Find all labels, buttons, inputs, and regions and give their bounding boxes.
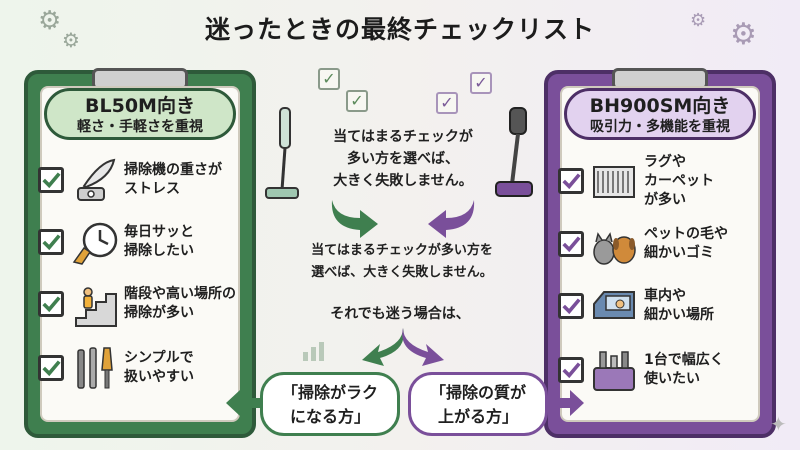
arrow-left-green-icon — [226, 390, 264, 416]
check-icon — [558, 168, 584, 194]
right-item-car: 車内や 細かい場所 — [558, 278, 766, 334]
right-paper — [560, 86, 760, 422]
item-label: が多い — [644, 191, 686, 208]
check-icon — [38, 229, 64, 255]
arrow-down-purple-icon — [428, 200, 475, 238]
check-icon — [558, 231, 584, 257]
item-label: 1台で幅広く — [644, 352, 724, 368]
bubble-line: 上がる方」 — [437, 407, 518, 426]
item-label: カーペット — [644, 172, 714, 189]
check-icon — [38, 355, 64, 381]
left-item-simple: シンプルで 扱いやすい — [38, 340, 246, 396]
center-line: 当てはまるチェックが多い方を — [311, 243, 493, 258]
left-item-daily: 毎日サッと 掃除したい — [38, 214, 246, 270]
stick-vacuum-green-icon — [265, 107, 299, 199]
bubble-line: になる方」 — [289, 407, 370, 426]
item-label: ストレス — [124, 181, 180, 197]
bubble-line: 「掃除の質が — [429, 383, 526, 402]
toolbox-icon — [593, 351, 635, 391]
center-line: 当てはまるチェックが — [333, 129, 473, 145]
gear-icon: ⚙ — [62, 28, 80, 52]
car-icon — [593, 291, 635, 319]
item-label: シンプルで — [124, 350, 194, 366]
stick-vacuum-purple-icon — [495, 107, 533, 197]
item-label: 車内や — [644, 288, 686, 304]
left-clipboard: BL50M向き 軽さ・手軽さを重視 掃除機の重さが ストレス 毎日サッと 掃除し… — [24, 68, 256, 438]
check-icon — [38, 291, 64, 317]
right-item-carpet: ラグや カーペット が多い — [558, 150, 766, 212]
item-label: ペットの毛や — [644, 226, 728, 242]
gear-icon: ⚙ — [38, 6, 62, 36]
check-icon — [558, 293, 584, 319]
item-label: ラグや — [644, 153, 686, 170]
left-header-badge: BL50M向き 軽さ・手軽さを重視 — [44, 88, 236, 140]
center-message-bottom: それでも迷う場合は、 — [330, 306, 470, 322]
item-label: 毎日サッと — [124, 224, 194, 240]
center-line: 選べば、大きく失敗しません。 — [311, 265, 493, 280]
item-label: 使いたい — [644, 371, 700, 387]
mini-check-icon: ✓ — [436, 92, 458, 114]
item-label: 階段や高い場所の — [124, 286, 236, 302]
tools-icon — [77, 347, 113, 389]
right-item-multi: 1台で幅広く 使いたい — [558, 342, 766, 398]
mini-check-icon: ✓ — [346, 90, 368, 112]
left-item-weight: 掃除機の重さが ストレス — [38, 152, 246, 208]
center-message-middle: 当てはまるチェックが多い方を 選べば、大きく失敗しません。 — [282, 240, 522, 284]
left-subtitle: 軽さ・手軽さを重視 — [77, 119, 203, 135]
right-clipboard: BH900SM向き 吸引力・多機能を重視 ラグや カーペット が多い ペットの毛… — [544, 68, 776, 438]
right-model-name: BH900SM向き — [589, 95, 731, 117]
bubble-line: 「掃除がラク — [281, 383, 378, 402]
item-label: 扱いやすい — [124, 369, 194, 385]
page-title: 迷ったときの最終チェックリスト — [204, 15, 595, 44]
center-message-top: 当てはまるチェックが 多い方を選べば、 大きく失敗しません。 — [310, 126, 496, 192]
mini-check-icon: ✓ — [318, 68, 340, 90]
split-arrow-icon — [362, 328, 444, 366]
check-icon — [38, 167, 64, 193]
right-item-pets: ペットの毛や 細かいゴミ — [558, 216, 766, 272]
stairs-icon — [75, 287, 117, 327]
clock-broom-icon — [72, 222, 118, 265]
mini-check-icon: ✓ — [470, 72, 492, 94]
center-line: 多い方を選べば、 — [347, 151, 459, 167]
gear-icon: ⚙ — [730, 17, 757, 52]
left-paper — [40, 86, 240, 422]
bubble-easy-cleaning: 「掃除がラク になる方」 — [260, 372, 400, 436]
check-icon — [558, 357, 584, 383]
left-model-name: BL50M向き — [85, 95, 195, 117]
right-header-badge: BH900SM向き 吸引力・多機能を重視 — [564, 88, 756, 140]
feather-scale-icon — [77, 158, 116, 201]
pets-icon — [593, 232, 636, 265]
right-subtitle: 吸引力・多機能を重視 — [590, 119, 730, 135]
left-item-stairs: 階段や高い場所の 掃除が多い — [38, 276, 246, 332]
bar-chart-icon — [303, 342, 324, 361]
item-label: 細かい場所 — [644, 307, 714, 323]
gear-icon: ⚙ — [690, 10, 707, 31]
item-label: 掃除したい — [124, 243, 194, 259]
sparkle-icon: ✦ — [770, 412, 787, 436]
arrow-right-purple-icon — [546, 390, 584, 416]
item-label: 細かいゴミ — [644, 245, 714, 261]
item-label: 掃除機の重さが — [124, 162, 222, 178]
bubble-quality-cleaning: 「掃除の質が 上がる方」 — [408, 372, 548, 436]
item-label: 掃除が多い — [124, 305, 194, 321]
carpet-icon — [593, 166, 635, 198]
arrow-down-green-icon — [331, 200, 378, 238]
center-line: 大きく失敗しません。 — [333, 173, 473, 189]
